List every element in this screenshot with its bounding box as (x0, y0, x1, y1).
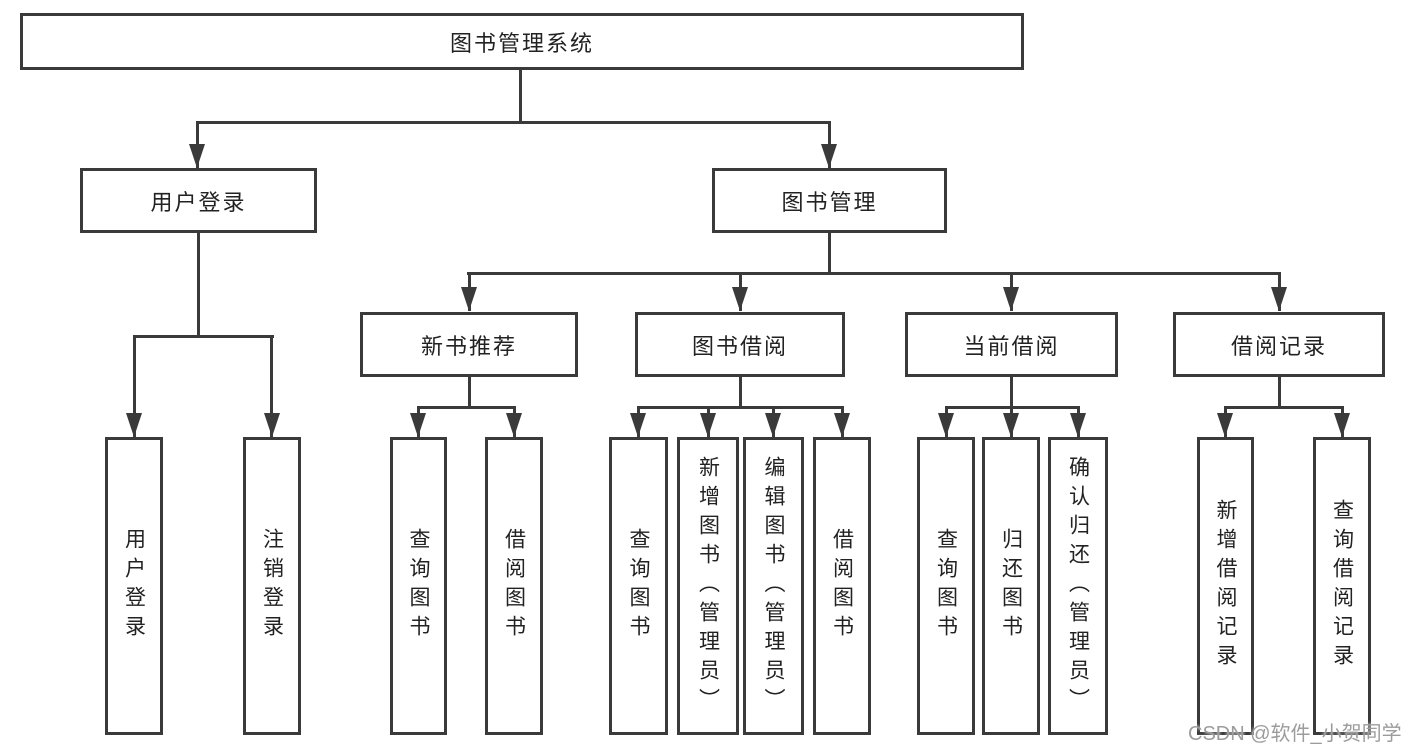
arrow-down-icon (126, 413, 142, 437)
leaf-borrow-books-recommend: 借阅图书 (485, 437, 543, 735)
connector-book-management-stub (828, 233, 831, 272)
arrow-down-icon (264, 413, 280, 437)
node-library-management-system: 图书管理系统 (20, 13, 1024, 70)
leaf-query-books-current: 查询图书 (917, 437, 975, 735)
node-current-borrowing: 当前借阅 (905, 312, 1118, 377)
connector-root-stub (519, 70, 522, 121)
leaf-add-borrow-record: 新增借阅记录 (1197, 437, 1254, 735)
connector-current-borrow-stub (1010, 377, 1013, 406)
connector-book-borrow-bar (637, 406, 844, 409)
connector-user-login-stub (197, 233, 200, 335)
connector-drop-leaf-logout (270, 335, 273, 437)
arrow-down-icon (410, 413, 426, 437)
arrow-down-icon (630, 413, 646, 437)
leaf-query-borrow-record: 查询借阅记录 (1313, 437, 1371, 735)
arrow-down-icon (765, 413, 781, 437)
arrow-down-icon (1217, 413, 1233, 437)
node-book-management: 图书管理 (712, 168, 947, 233)
leaf-add-book-admin: 新增图书（管理员） (677, 437, 739, 735)
node-user-login: 用户登录 (80, 168, 317, 233)
arrow-down-icon (938, 413, 954, 437)
arrow-down-icon (700, 413, 716, 437)
leaf-return-book: 归还图书 (982, 437, 1040, 735)
connector-drop-leaf-user-login (133, 335, 136, 437)
connector-level2-bar (196, 121, 831, 124)
arrow-down-icon (1003, 287, 1019, 311)
arrow-down-icon (461, 287, 477, 311)
leaf-logout: 注销登录 (243, 437, 301, 735)
connector-user-login-bar (133, 335, 274, 338)
leaf-edit-book-admin: 编辑图书（管理员） (743, 437, 804, 735)
watermark-text: CSDN @软件_小贺同学 (1188, 723, 1402, 745)
arrow-down-icon (834, 413, 850, 437)
node-borrowing-records: 借阅记录 (1173, 312, 1385, 377)
leaf-confirm-return-admin: 确认归还（管理员） (1048, 437, 1108, 735)
arrow-down-icon (821, 144, 837, 168)
connector-borrow-records-bar (1224, 406, 1344, 409)
leaf-query-books-borrow: 查询图书 (609, 437, 668, 735)
arrow-down-icon (189, 144, 205, 168)
connector-borrow-records-stub (1278, 377, 1281, 406)
leaf-user-login: 用户登录 (105, 437, 163, 735)
node-new-book-recommendation: 新书推荐 (360, 312, 578, 377)
arrow-down-icon (1070, 413, 1086, 437)
arrow-down-icon (506, 413, 522, 437)
arrow-down-icon (1334, 413, 1350, 437)
arrow-down-icon (1271, 287, 1287, 311)
leaf-borrow-books: 借阅图书 (813, 437, 871, 735)
connector-new-book-stub (468, 377, 471, 406)
connector-level3-bar (467, 272, 1281, 275)
arrow-down-icon (732, 287, 748, 311)
arrow-down-icon (1003, 413, 1019, 437)
node-book-borrowing: 图书借阅 (635, 312, 845, 377)
connector-new-book-bar (417, 406, 516, 409)
leaf-query-books-recommend: 查询图书 (390, 437, 447, 735)
connector-book-borrow-stub (739, 377, 742, 406)
